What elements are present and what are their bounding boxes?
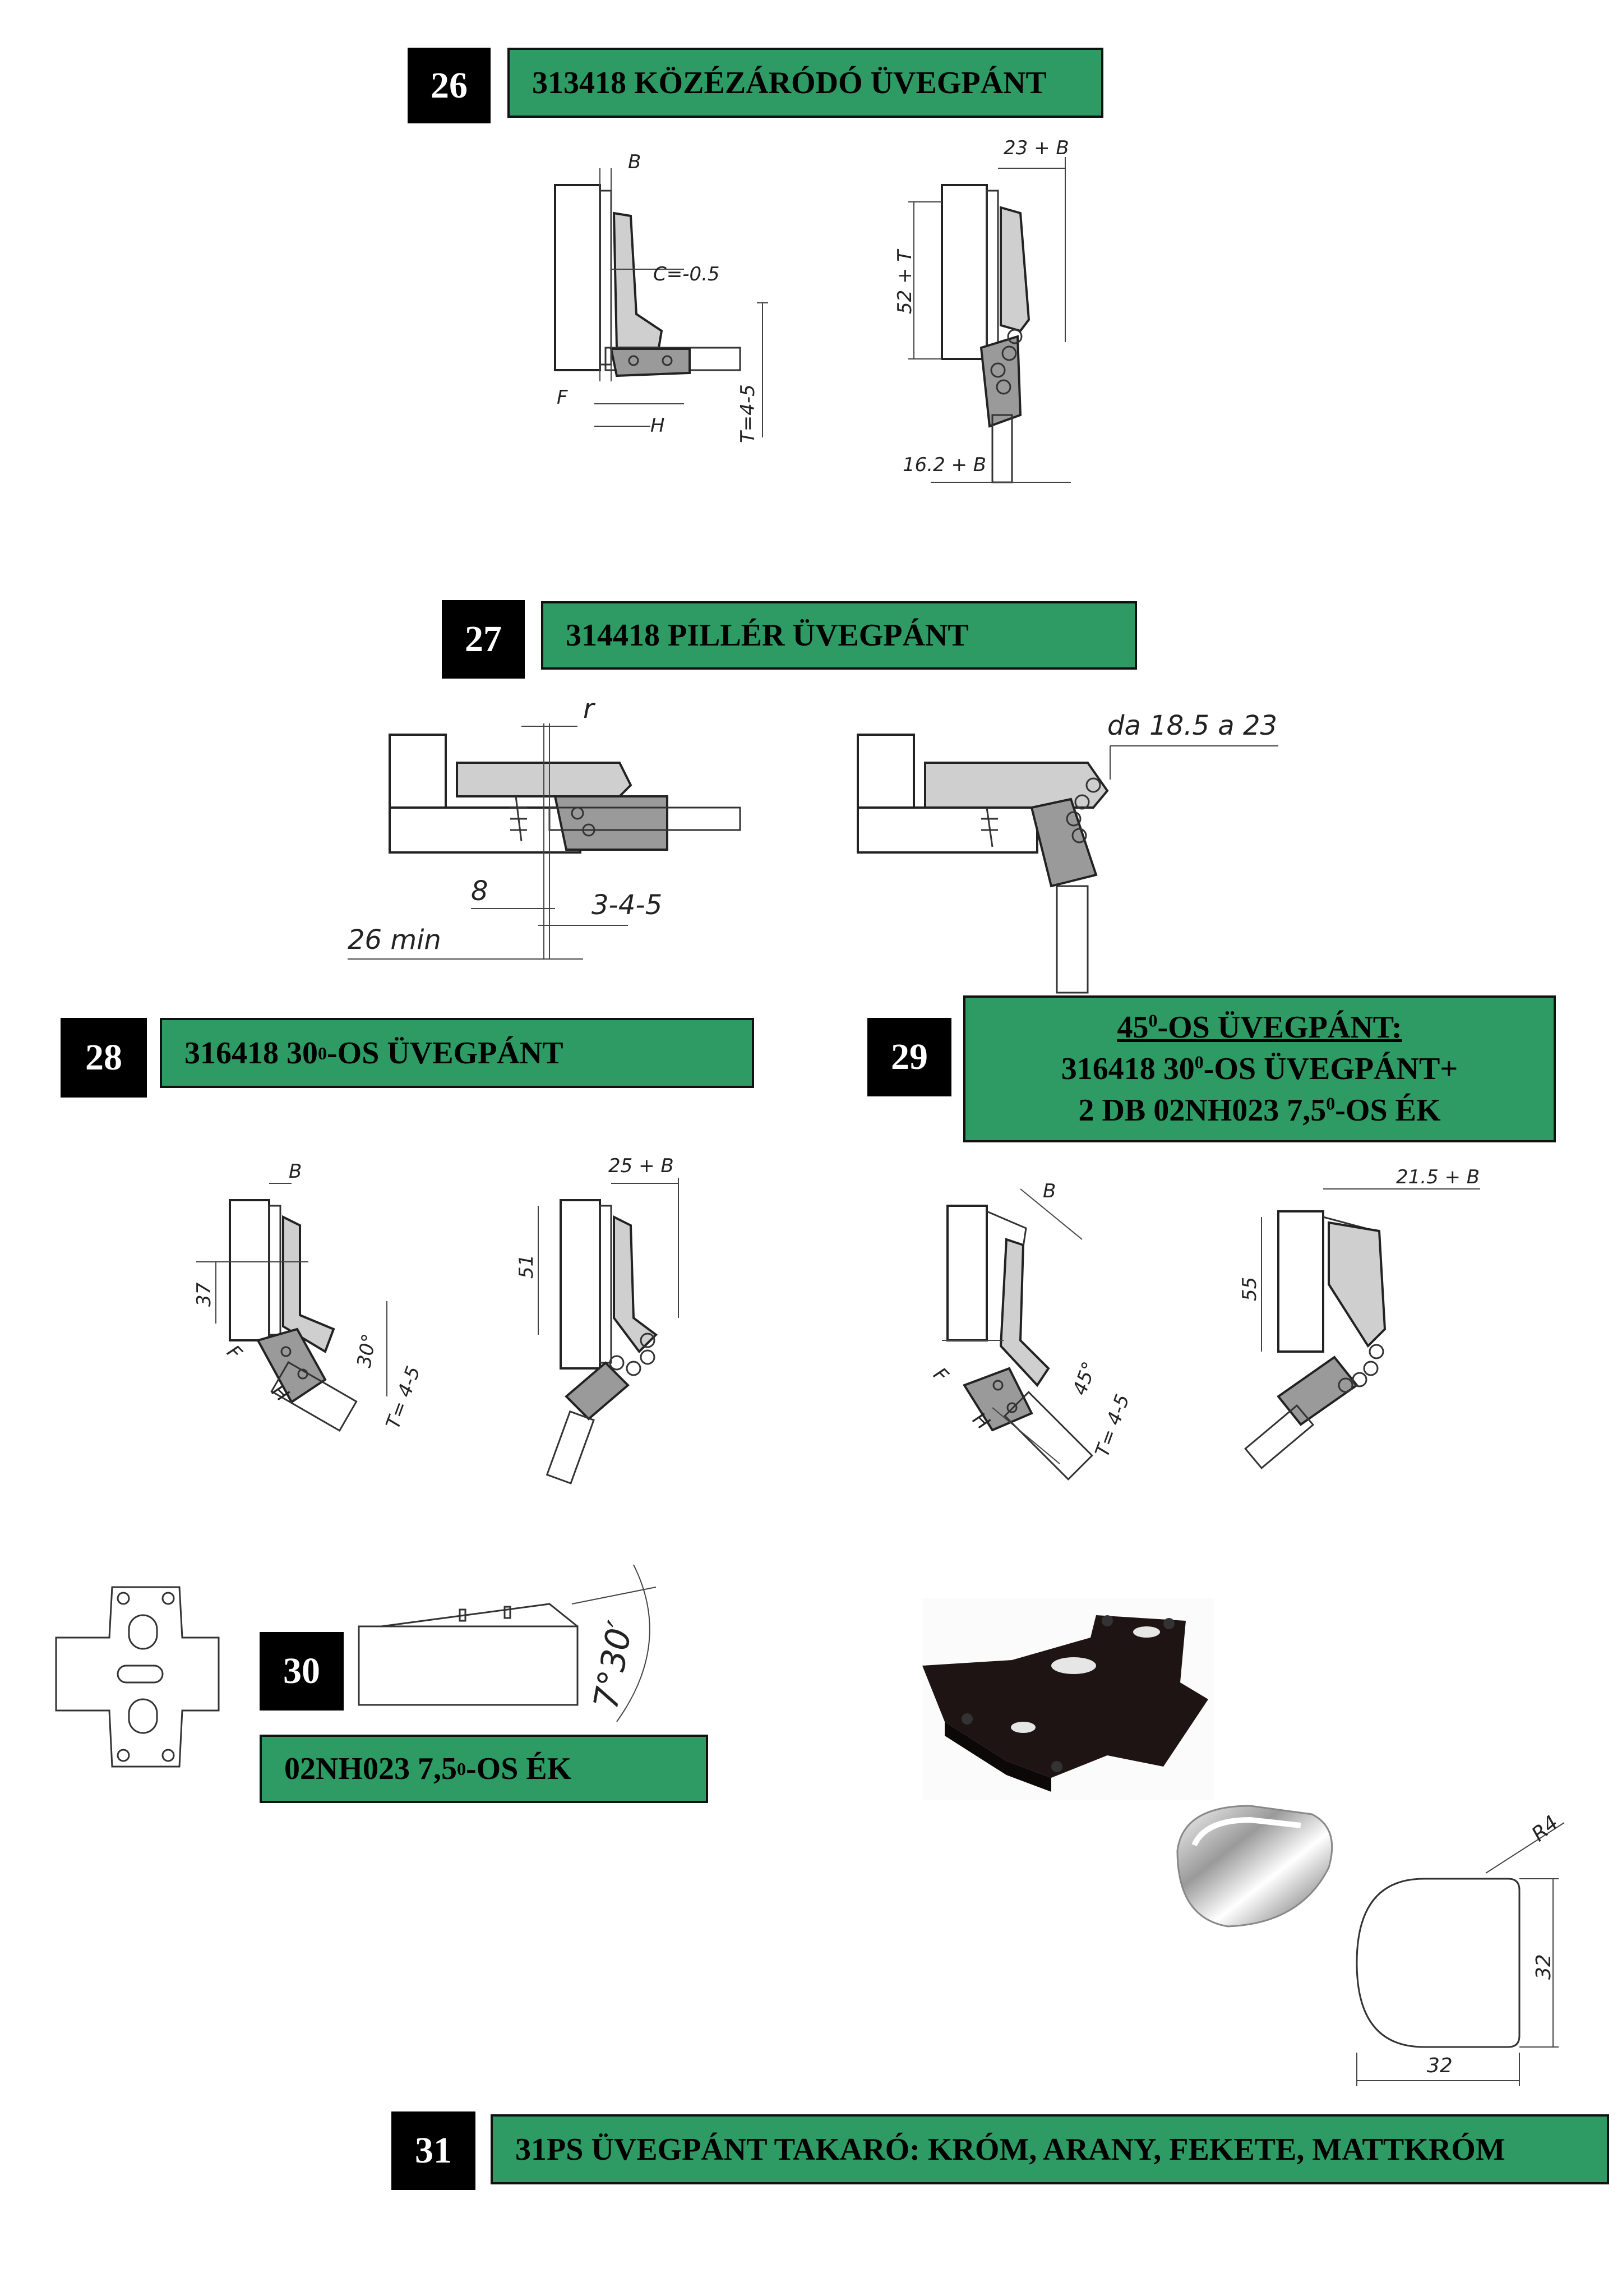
cover-cap-drawing: R4 32 32 — [1356, 1811, 1565, 2086]
label-29-line2-main: 316418 30 — [1061, 1052, 1195, 1086]
dim-26a-t: T=4-5 — [737, 384, 759, 443]
dim-29b-top: 21.5 + B — [1396, 1166, 1480, 1188]
label-28-main: 316418 30 — [184, 1035, 318, 1071]
section-number-28: 28 — [61, 1018, 147, 1098]
wedge-plate-drawing — [55, 1586, 220, 1768]
dim-27b-da: da 18.5 a 23 — [1107, 710, 1277, 741]
dim-31-w: 32 — [1427, 2054, 1453, 2077]
dim-26a-f: F — [557, 386, 568, 409]
dim-28a-t: T= 4-5 — [382, 1363, 425, 1432]
section-number-27: 27 — [442, 600, 525, 679]
dim-27a-8: 8 — [471, 875, 488, 907]
section-label-31: 31PS ÜVEGPÁNT TAKARÓ: KRÓM, ARANY, FEKET… — [491, 2114, 1609, 2184]
dim-28b-top: 25 + B — [608, 1155, 674, 1177]
label-29-line3-tail: -OS ÉK — [1335, 1093, 1441, 1128]
hinge-29-open-drawing: 21.5 + B 55 — [1239, 1166, 1480, 1469]
dim-28a-f: F — [223, 1341, 246, 1364]
label-29-line1: 450-OS ÜVEGPÁNT: — [1117, 1007, 1402, 1048]
dim-29a-b: B — [1043, 1180, 1056, 1202]
section-number-26: 26 — [408, 48, 491, 123]
label-29-line3: 2 DB 02NH023 7,50-OS ÉK — [1078, 1090, 1440, 1131]
label-30-tail: -OS ÉK — [466, 1751, 572, 1786]
dim-28a-37: 37 — [193, 1282, 215, 1307]
dim-26a-h: H — [650, 414, 665, 437]
label-30-main: 02NH023 7,5 — [284, 1751, 457, 1786]
section-label-27: 314418 PILLÉR ÜVEGPÁNT — [541, 601, 1137, 670]
dim-28a-b: B — [289, 1160, 302, 1183]
hinge-28-closed-drawing: B 37 F H 30° T= 4-5 — [193, 1160, 425, 1432]
dim-26b-top: 23 + B — [1004, 137, 1069, 159]
dim-29a-angle: 45° — [1069, 1359, 1101, 1398]
dim-27a-min: 26 min — [348, 924, 441, 956]
dim-27a-r: r — [583, 693, 596, 725]
dim-28b-side: 51 — [515, 1255, 538, 1279]
section-number-29: 29 — [867, 1018, 951, 1096]
label-29-line2-sup: 0 — [1194, 1052, 1204, 1072]
label-28-tail: -OS ÜVEGPÁNT — [327, 1035, 563, 1071]
section-number-31: 31 — [391, 2111, 475, 2190]
dim-31-r: R4 — [1527, 1811, 1563, 1846]
hinge-26-open-drawing: 23 + B 52 + T 16.2 + B — [894, 137, 1071, 483]
dim-30-angle: 7°30′ — [586, 1617, 640, 1712]
dim-27a-gap: 3-4-5 — [592, 889, 662, 921]
dim-26a-b: B — [628, 151, 641, 173]
label-29-line2-tail: -OS ÜVEGPÁNT+ — [1203, 1052, 1458, 1086]
hinge-27-closed-drawing: r 8 3-4-5 26 min — [348, 693, 741, 960]
dim-29a-t: T= 4-5 — [1091, 1391, 1134, 1460]
dim-31-h: 32 — [1532, 1954, 1555, 1980]
section-number-30: 30 — [260, 1632, 344, 1711]
label-29-line1-main: 45 — [1117, 1010, 1149, 1045]
dim-29a-f: F — [929, 1363, 953, 1387]
wedge-photo — [922, 1598, 1214, 1800]
label-29-line3-sup: 0 — [1326, 1093, 1336, 1114]
hinge-26-closed-drawing: B C=-0.5 F H T=4-5 — [554, 151, 768, 443]
label-29-line1-sup: 0 — [1148, 1010, 1158, 1031]
section-label-29: 450-OS ÜVEGPÁNT: 316418 300-OS ÜVEGPÁNT+… — [963, 995, 1556, 1142]
dim-26b-bottom: 16.2 + B — [903, 454, 986, 476]
hinge-29-closed-drawing: B F H 45° T= 4-5 — [929, 1180, 1134, 1481]
dim-29b-side: 55 — [1239, 1277, 1261, 1301]
dim-28a-angle: 30° — [353, 1332, 381, 1369]
hinge-27-open-drawing: da 18.5 a 23 — [857, 710, 1278, 994]
cover-cap-photo — [1176, 1805, 1333, 1928]
dim-26a-c: C=-0.5 — [653, 263, 720, 285]
hinge-28-open-drawing: 25 + B 51 — [515, 1155, 679, 1484]
label-29-line3-main: 2 DB 02NH023 7,5 — [1078, 1093, 1327, 1128]
label-29-line2: 316418 300-OS ÜVEGPÁNT+ — [1061, 1048, 1458, 1090]
label-29-line1-tail: -OS ÜVEGPÁNT: — [1157, 1010, 1402, 1045]
dim-26b-side: 52 + T — [894, 249, 916, 314]
wedge-side-drawing: 7°30′ — [358, 1564, 657, 1722]
section-label-26: 313418 KÖZÉZÁRÓDÓ ÜVEGPÁNT — [507, 48, 1103, 118]
